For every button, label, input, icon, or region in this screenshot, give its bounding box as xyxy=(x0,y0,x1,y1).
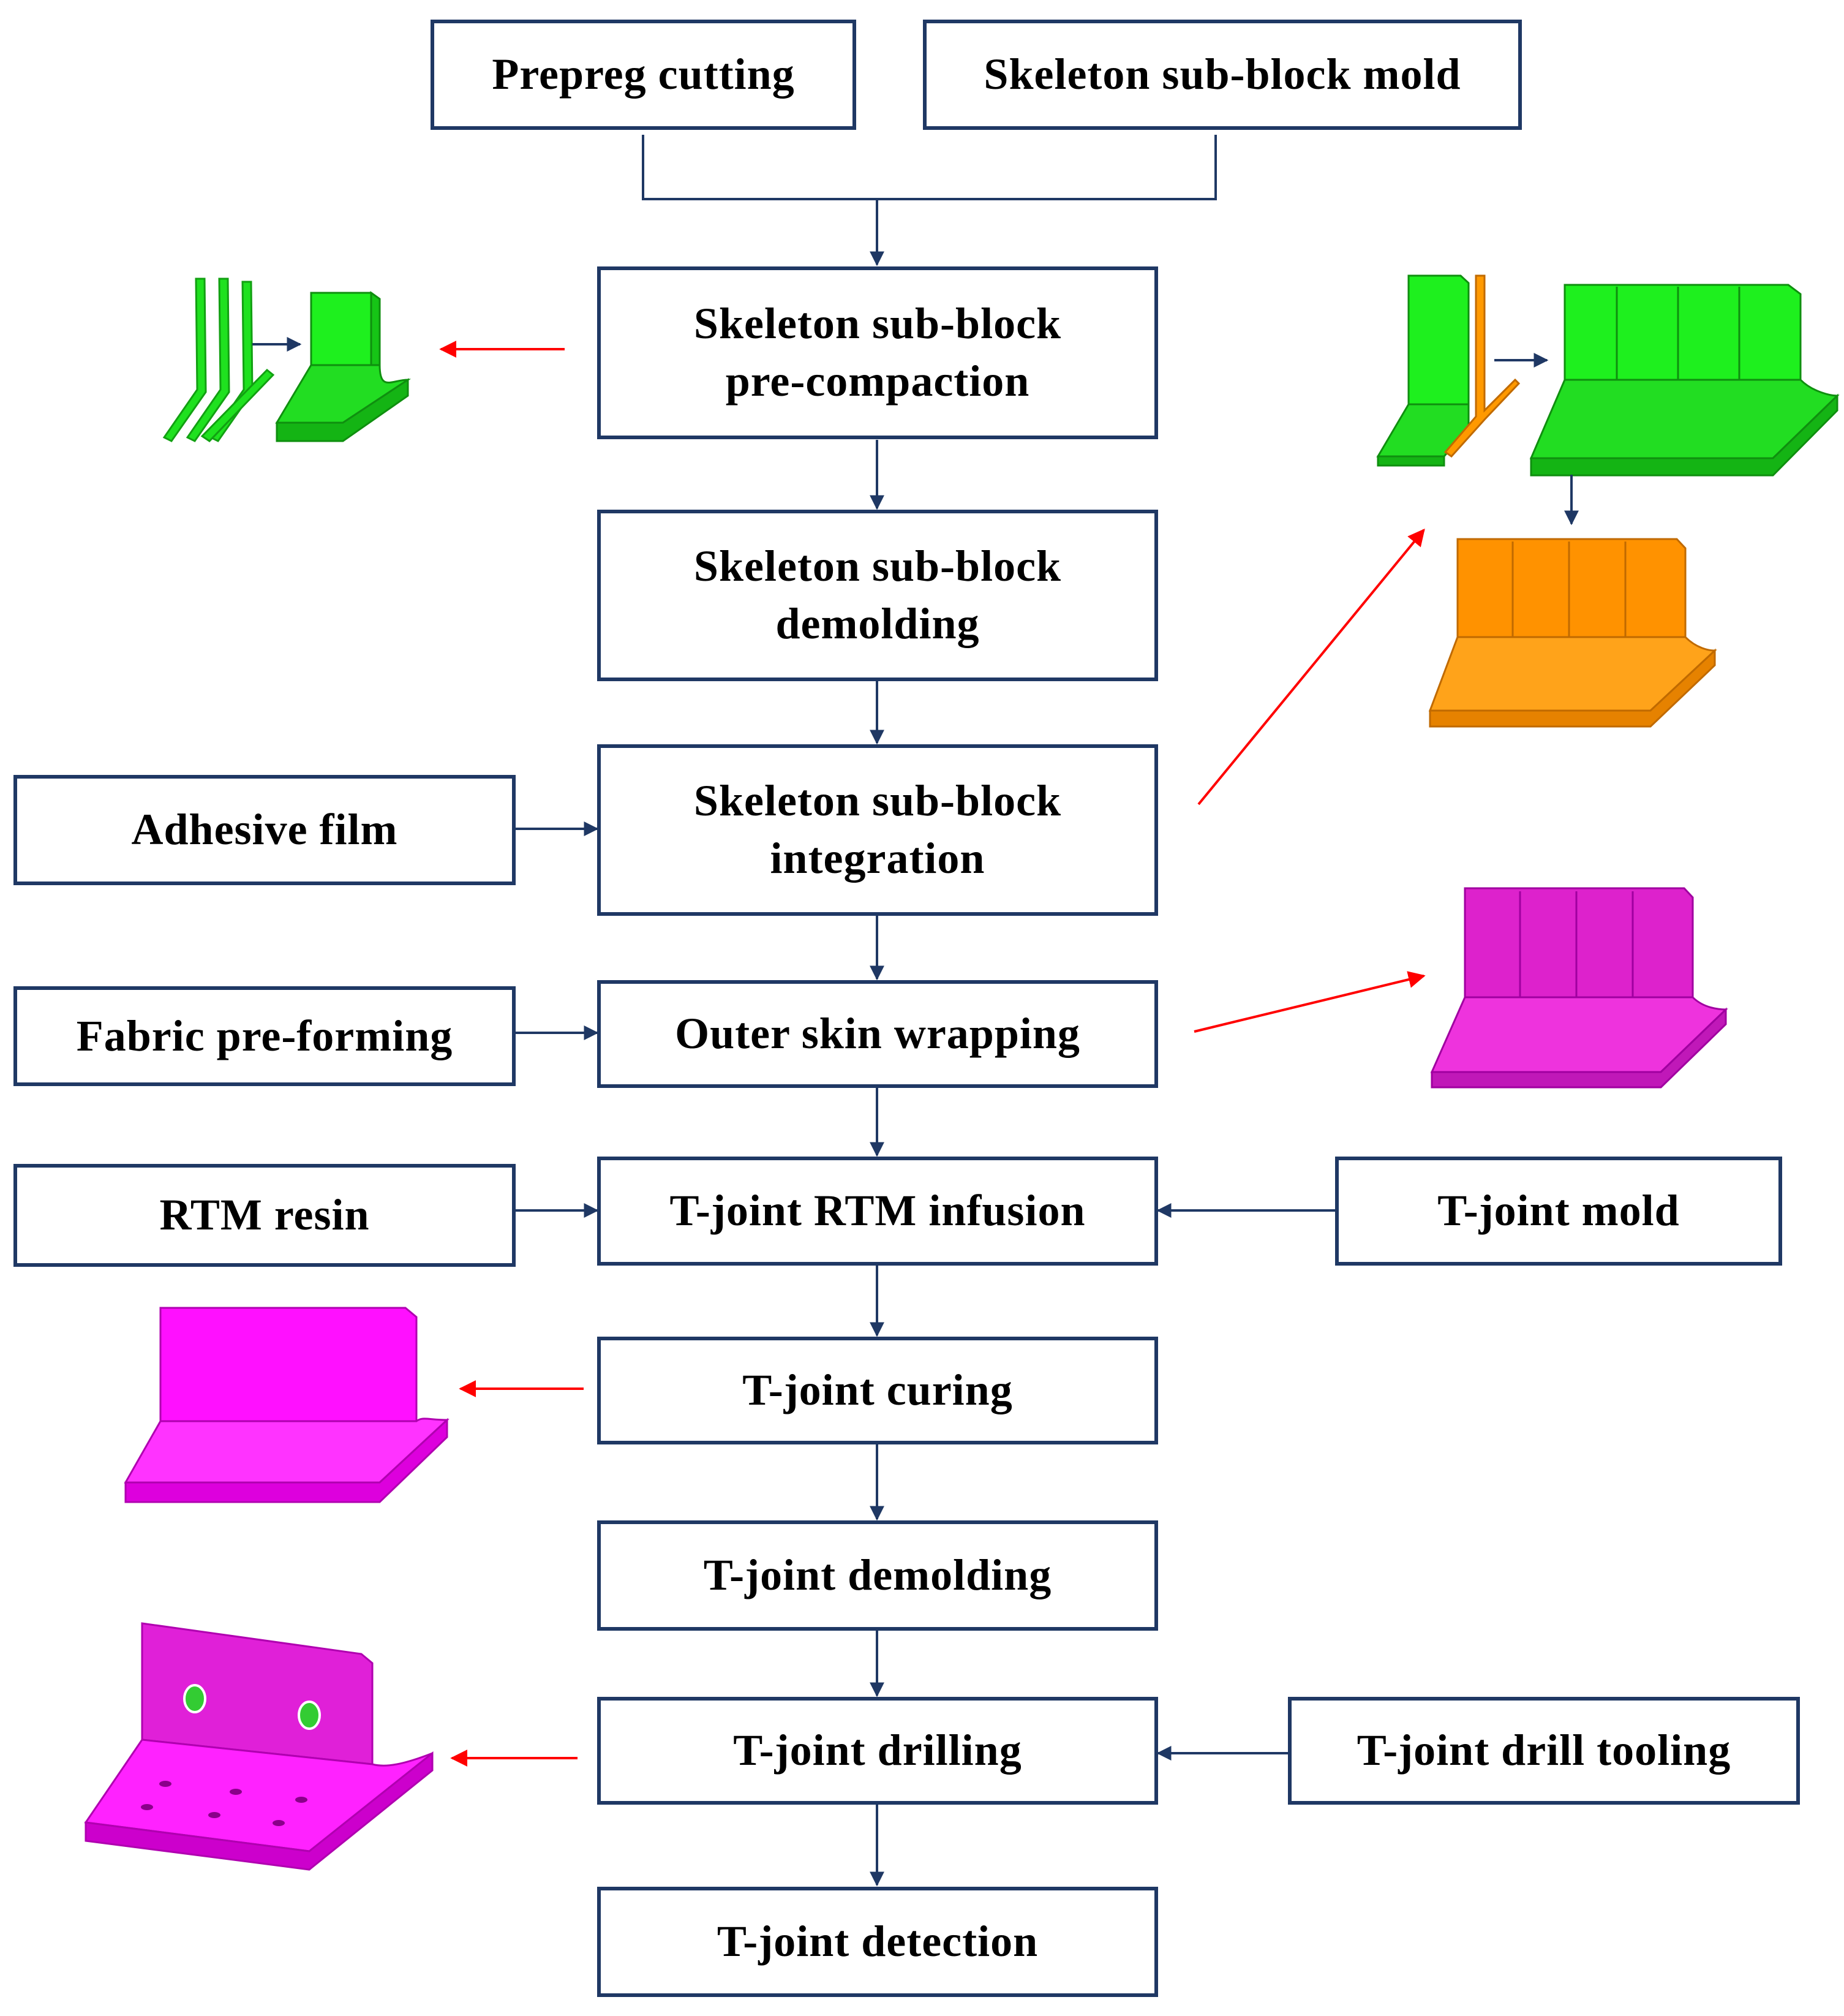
tjoint-demolding-label: T-joint demolding xyxy=(703,1550,1052,1600)
outer-skin-box: Outer skin wrapping xyxy=(597,980,1158,1088)
merge-connector xyxy=(642,135,1217,200)
demolding-box: Skeleton sub-block demolding xyxy=(597,510,1158,681)
wrapped-preform-illustration xyxy=(1430,887,1728,1089)
demolding-label-line2: demolding xyxy=(775,599,980,648)
detection-label: T-joint detection xyxy=(717,1917,1039,1966)
fabric-preforming-box: Fabric pre-forming xyxy=(13,986,516,1086)
prepreg-layup-to-subblock-illustration xyxy=(162,277,411,442)
rtm-resin-box: RTM resin xyxy=(13,1164,516,1267)
precompaction-label-line1: Skeleton sub-block xyxy=(693,299,1062,349)
adhesive-film-label: Adhesive film xyxy=(131,805,398,855)
precompaction-box: Skeleton sub-block pre-compaction xyxy=(597,266,1158,439)
curing-label: T-joint curing xyxy=(742,1365,1013,1415)
rtm-infusion-box: T-joint RTM infusion xyxy=(597,1157,1158,1266)
drill-hole xyxy=(298,1701,321,1730)
cured-tjoint-illustration xyxy=(124,1307,450,1503)
subblock-assembly-illustration xyxy=(1376,274,1840,526)
tjoint-mold-box: T-joint mold xyxy=(1335,1157,1782,1266)
skeleton-mold-label: Skeleton sub-block mold xyxy=(984,50,1461,99)
flow-connectors xyxy=(516,135,1335,1887)
integrated-skeleton-illustration xyxy=(1428,538,1717,728)
prepreg-cutting-label: Prepreg cutting xyxy=(492,50,795,99)
precompaction-label-line2: pre-compaction xyxy=(725,357,1030,406)
assembled-green-block xyxy=(1529,284,1840,477)
drill-tooling-box: T-joint drill tooling xyxy=(1288,1697,1800,1805)
rtm-resin-label: RTM resin xyxy=(159,1190,370,1240)
skeleton-mold-box: Skeleton sub-block mold xyxy=(923,20,1522,130)
drilled-tjoint-illustration xyxy=(84,1622,434,1871)
drill-tooling-label: T-joint drill tooling xyxy=(1357,1726,1731,1775)
prepreg-cutting-box: Prepreg cutting xyxy=(431,20,856,130)
demolding-label-line1: Skeleton sub-block xyxy=(693,542,1062,591)
green-subblock xyxy=(275,291,411,442)
curing-box: T-joint curing xyxy=(597,1337,1158,1444)
fabric-preforming-label: Fabric pre-forming xyxy=(76,1011,453,1060)
drilling-label: T-joint drilling xyxy=(733,1726,1022,1775)
tjoint-demolding-box: T-joint demolding xyxy=(597,1520,1158,1631)
rtm-infusion-label: T-joint RTM infusion xyxy=(669,1186,1086,1236)
integration-label-line2: integration xyxy=(770,834,985,883)
red-arrow-integration xyxy=(1197,528,1425,806)
drill-hole xyxy=(183,1684,206,1713)
tjoint-mold-label: T-joint mold xyxy=(1437,1186,1680,1236)
drilling-box: T-joint drilling xyxy=(597,1697,1158,1805)
outer-skin-label: Outer skin wrapping xyxy=(675,1009,1080,1059)
red-arrow-outer-skin xyxy=(1194,971,1426,1033)
prepreg-plies xyxy=(162,277,275,442)
integration-box: Skeleton sub-block integration xyxy=(597,744,1158,916)
adhesive-film-box: Adhesive film xyxy=(13,775,516,885)
base-holes xyxy=(141,1781,307,1826)
integration-label-line1: Skeleton sub-block xyxy=(693,776,1062,826)
detection-box: T-joint detection xyxy=(597,1887,1158,1997)
pointer-arrows xyxy=(439,341,1426,1767)
